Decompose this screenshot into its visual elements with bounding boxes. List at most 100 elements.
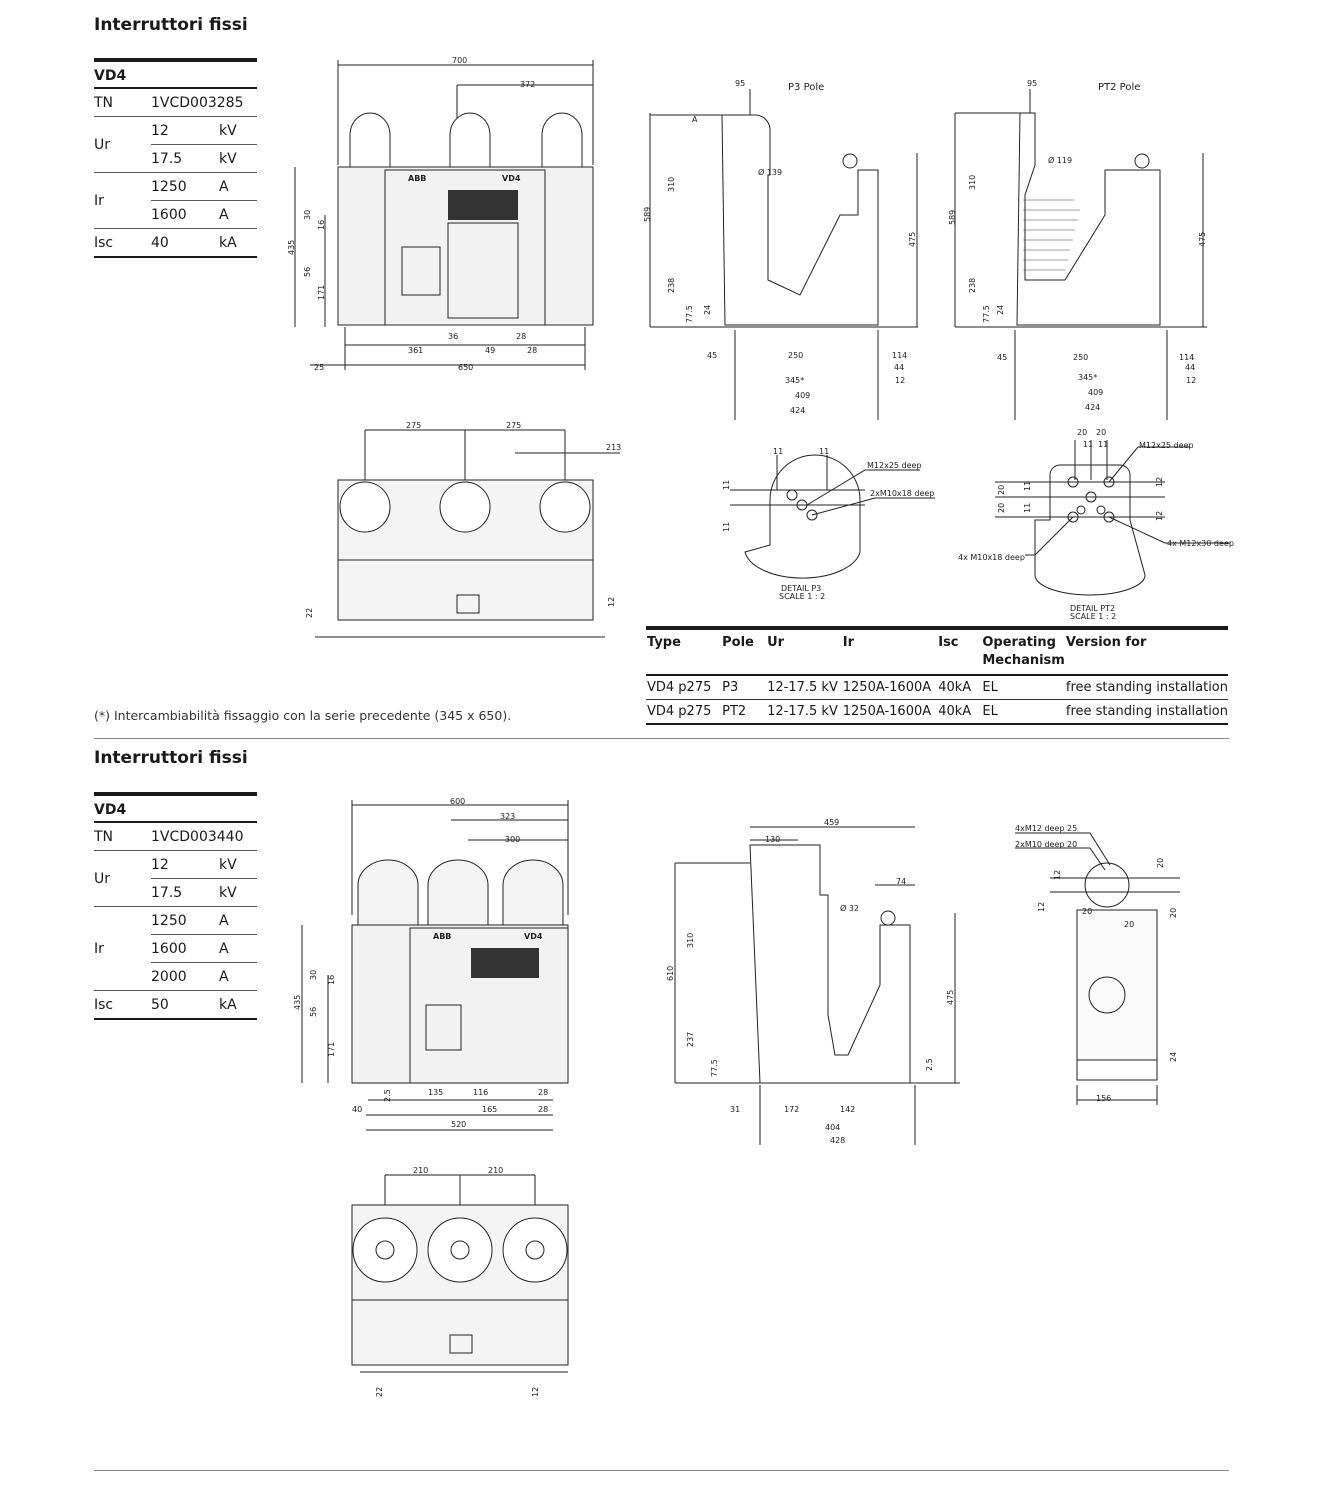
column-header: Pole bbox=[721, 626, 767, 676]
dim-label: 30 bbox=[309, 970, 318, 980]
ir-unit: A bbox=[219, 912, 229, 929]
dim-label: 49 bbox=[485, 346, 495, 355]
dim-label: 2xM10 deep 20 bbox=[1015, 840, 1077, 849]
dim-label: 4x M12x30 deep bbox=[1167, 539, 1234, 548]
ur-unit: kV bbox=[219, 122, 237, 139]
ir-value: 1600 bbox=[151, 206, 187, 223]
dim-label: 520 bbox=[451, 1120, 466, 1129]
dim-label: 4xM12 deep 25 bbox=[1015, 824, 1077, 833]
dim-label: 345* bbox=[785, 376, 804, 385]
top-view-2-drawing: 210 210 22 12 bbox=[351, 1166, 569, 1397]
dim-label: 171 bbox=[317, 285, 326, 300]
column-header: Version for bbox=[1064, 626, 1228, 676]
side-view-2-drawing: 459 130 74 Ø 32 610 310 475 237 77.5 2.5… bbox=[666, 818, 960, 1145]
ir-value: 1250 bbox=[151, 178, 187, 195]
spec-header: VD4 bbox=[94, 58, 257, 89]
cell: free standing installation bbox=[1064, 699, 1228, 725]
dim-label: 12 bbox=[607, 597, 616, 607]
dim-label: 20 bbox=[1169, 908, 1178, 918]
dim-label: 589 bbox=[643, 207, 652, 222]
dim-label: 116 bbox=[473, 1088, 488, 1097]
drawing-title: PT2 Pole bbox=[1098, 82, 1140, 93]
dim-label: 435 bbox=[287, 240, 296, 255]
dim-label: 610 bbox=[666, 966, 675, 981]
drawing-title: P3 Pole bbox=[788, 82, 824, 93]
footer-divider bbox=[94, 1470, 1229, 1471]
dim-label: 11 bbox=[773, 447, 783, 456]
dim-label: 36 bbox=[448, 332, 458, 341]
dim-label: 310 bbox=[686, 933, 695, 948]
dim-label: 250 bbox=[1073, 353, 1088, 362]
dim-label: 20 bbox=[997, 485, 1006, 495]
ur-value: 12 bbox=[151, 856, 169, 873]
detail-p3-drawing: 11 11 11 11 M12x25 deep 2xM10x18 deep DE… bbox=[722, 447, 935, 601]
dim-label: 372 bbox=[520, 80, 535, 89]
dim-label: 275 bbox=[406, 421, 421, 430]
dim-label: 156 bbox=[1096, 1094, 1111, 1103]
dim-label: 250 bbox=[788, 351, 803, 360]
tn-label: TN bbox=[94, 828, 114, 845]
dim-label: 2xM10x18 deep bbox=[870, 489, 934, 498]
dim-label: 424 bbox=[1085, 403, 1100, 412]
dim-label: 361 bbox=[408, 346, 423, 355]
dim-label: 114 bbox=[892, 351, 907, 360]
dim-label: M12x25 deep bbox=[867, 461, 922, 470]
dim-label: 28 bbox=[538, 1088, 548, 1097]
dim-label: 345* bbox=[1078, 373, 1097, 382]
dim-label: 12 bbox=[1053, 870, 1062, 880]
dim-label: 142 bbox=[840, 1105, 855, 1114]
cell: P3 bbox=[721, 675, 767, 700]
cell: free standing installation bbox=[1064, 675, 1228, 700]
dim-label: 700 bbox=[452, 56, 467, 65]
dim-label: 28 bbox=[538, 1105, 548, 1114]
dim-label: 20 bbox=[1077, 428, 1087, 437]
dim-label: 475 bbox=[1198, 232, 1207, 247]
dim-label: 238 bbox=[667, 278, 676, 293]
dim-label: M12x25 deep bbox=[1139, 441, 1194, 450]
dim-label: 238 bbox=[968, 278, 977, 293]
isc-unit: kA bbox=[219, 996, 237, 1013]
isc-value: 50 bbox=[151, 996, 169, 1013]
column-header: Operating Mechanism bbox=[981, 626, 1065, 676]
dim-label: 404 bbox=[825, 1123, 840, 1132]
dim-label: 24 bbox=[996, 305, 1005, 315]
dim-label: 28 bbox=[516, 332, 526, 341]
cell: 12-17.5 kV bbox=[766, 699, 842, 725]
dim-label: 300 bbox=[505, 835, 520, 844]
dim-label: 424 bbox=[790, 406, 805, 415]
dim-label: 428 bbox=[830, 1136, 845, 1145]
dim-label: 600 bbox=[450, 797, 465, 806]
ur-label: Ur bbox=[94, 870, 111, 887]
cell: VD4 p275 bbox=[646, 699, 722, 725]
dim-label: 95 bbox=[1027, 79, 1037, 88]
ur-unit: kV bbox=[219, 150, 237, 167]
dim-label: 323 bbox=[500, 812, 515, 821]
dim-label: 16 bbox=[327, 975, 336, 985]
dim-label: 30 bbox=[303, 210, 312, 220]
dim-label: 12 bbox=[1155, 511, 1164, 521]
dim-label: 459 bbox=[824, 818, 839, 827]
dim-label: 650 bbox=[458, 363, 473, 372]
isc-label: Isc bbox=[94, 234, 114, 251]
dim-label: Ø 119 bbox=[1048, 155, 1072, 165]
dim-label: Ø 32 bbox=[840, 903, 859, 913]
ir-value: 1600 bbox=[151, 940, 187, 957]
cell: EL bbox=[981, 675, 1065, 700]
detail-scale: SCALE 1 : 2 bbox=[779, 592, 825, 601]
ur-value: 17.5 bbox=[151, 150, 183, 167]
dim-label: 77.5 bbox=[710, 1059, 719, 1077]
column-header: Ur bbox=[766, 626, 842, 676]
ir-unit: A bbox=[219, 178, 229, 195]
dim-label: 11 bbox=[1023, 481, 1032, 491]
dim-label: 45 bbox=[707, 351, 717, 360]
model-label: VD4 bbox=[524, 932, 543, 941]
dim-label: 31 bbox=[730, 1105, 740, 1114]
dim-label: 2.5 bbox=[925, 1058, 934, 1071]
dim-label: 237 bbox=[686, 1032, 695, 1047]
ir-unit: A bbox=[219, 206, 229, 223]
dim-label: 4x M10x18 deep bbox=[958, 553, 1025, 562]
dim-label: 40 bbox=[352, 1105, 362, 1114]
